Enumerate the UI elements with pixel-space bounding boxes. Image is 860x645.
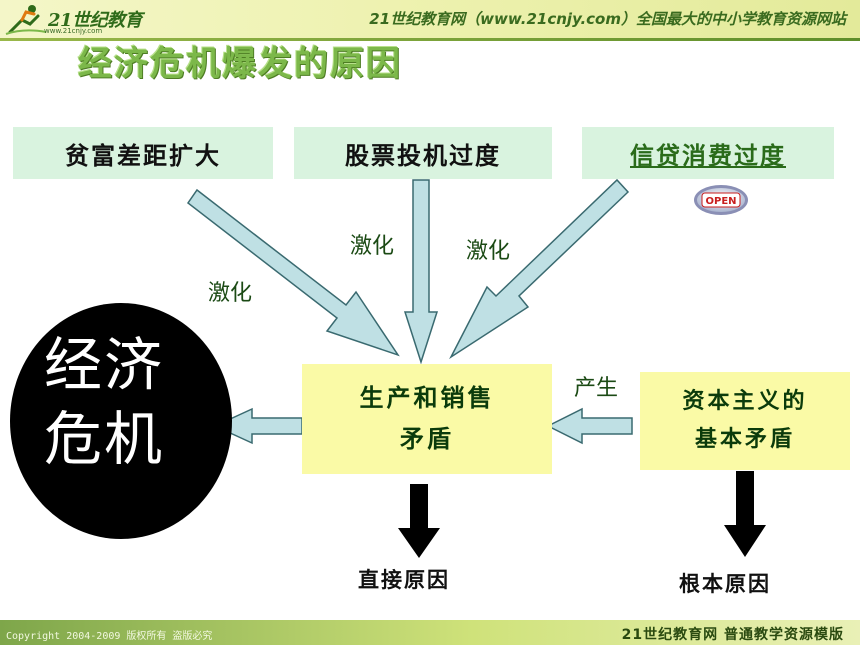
open-button-label: OPEN bbox=[705, 196, 736, 207]
crisis-line-2: 危机 bbox=[44, 405, 165, 473]
box-stock-speculation: 股票投机过度 bbox=[294, 127, 552, 179]
footer-brand: 21世纪教育网 普通教学资源模版 bbox=[621, 627, 844, 643]
arrow-right-box-to-center bbox=[546, 407, 633, 445]
arrow-left-to-center bbox=[186, 188, 400, 357]
right-box-line-1: 资本主义的 bbox=[682, 388, 808, 414]
logo-url: www.21cnjy.com bbox=[44, 27, 103, 35]
logo-text: 21世纪教育 bbox=[48, 10, 143, 31]
label-intensify-left: 激化 bbox=[208, 281, 253, 306]
caption-direct-cause: 直接原因 bbox=[358, 568, 450, 592]
right-box-line-2: 基本矛盾 bbox=[694, 427, 795, 452]
credit-consumption-link[interactable]: 信贷消费过度 bbox=[630, 141, 786, 170]
label-produce: 产生 bbox=[574, 376, 619, 401]
footer-band bbox=[0, 620, 860, 645]
box-production-sales-contradiction: 生产和销售 矛盾 bbox=[302, 364, 552, 474]
header-band bbox=[0, 0, 860, 38]
arrow-center-to-crisis bbox=[213, 407, 303, 445]
crisis-line-1: 经济 bbox=[44, 331, 165, 399]
header-slogan: 21世纪教育网（www.21cnjy.com）全国最大的中小学教育资源网站 bbox=[369, 10, 846, 28]
caption-root-cause: 根本原因 bbox=[679, 572, 771, 596]
box-wealth-gap: 贫富差距扩大 bbox=[13, 127, 273, 179]
slide-title: 经济危机爆发的原因 bbox=[78, 44, 402, 84]
logo: 21世纪教育 www.21cnjy.com bbox=[4, 2, 144, 36]
center-box-line-1: 生产和销售 bbox=[359, 384, 495, 413]
box-wealth-gap-label: 贫富差距扩大 bbox=[65, 141, 221, 170]
runner-logo-icon bbox=[5, 5, 47, 35]
box-credit-consumption[interactable]: 信贷消费过度 bbox=[582, 127, 834, 179]
box-basic-contradiction: 资本主义的 基本矛盾 bbox=[640, 372, 850, 470]
header-rule bbox=[0, 38, 860, 41]
open-button-icon: OPEN bbox=[694, 185, 748, 215]
label-intensify-middle: 激化 bbox=[350, 234, 395, 259]
center-box-line-2: 矛盾 bbox=[400, 425, 454, 453]
arrow-root-cause bbox=[724, 471, 766, 557]
copyright-text: Copyright 2004-2009 版权所有 盗版必究 bbox=[6, 631, 213, 642]
arrow-middle-to-center bbox=[403, 179, 439, 365]
open-button[interactable]: OPEN bbox=[693, 184, 749, 216]
label-intensify-right: 激化 bbox=[466, 239, 511, 264]
box-stock-speculation-label: 股票投机过度 bbox=[345, 141, 501, 170]
arrow-direct-cause bbox=[398, 484, 440, 558]
arrow-right-to-center bbox=[449, 178, 630, 360]
crisis-ellipse bbox=[10, 303, 232, 539]
crisis-text: 经济 危机 bbox=[44, 328, 204, 476]
